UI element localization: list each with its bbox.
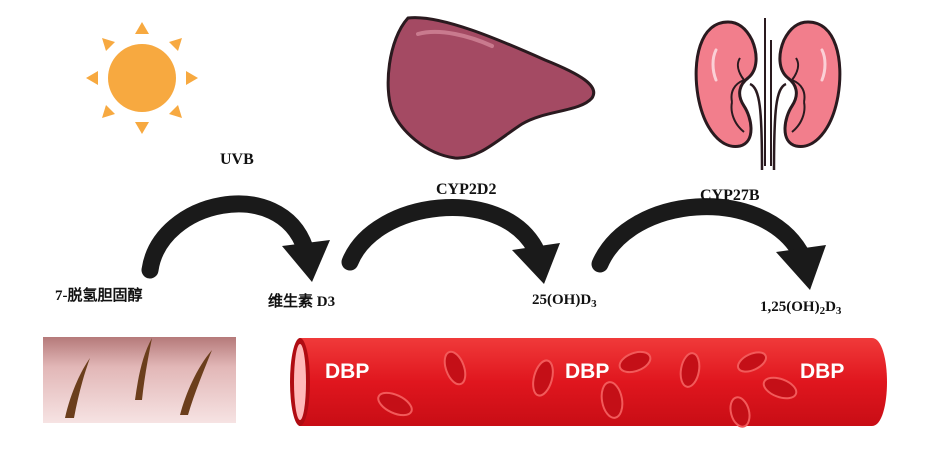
dbp-label-3: DBP bbox=[800, 360, 844, 383]
calcidiol-subscript: 3 bbox=[591, 298, 597, 310]
sun-icon bbox=[86, 22, 198, 134]
arrow-uvb bbox=[141, 195, 330, 282]
skin-icon bbox=[43, 337, 236, 423]
cyp2d2-label: CYP2D2 bbox=[436, 181, 497, 198]
uvb-label: UVB bbox=[220, 151, 254, 168]
vitamin-d3-label: 维生素 D3 bbox=[268, 294, 336, 310]
calcitriol-part-b: D bbox=[825, 299, 836, 315]
kidney-icon bbox=[694, 18, 842, 171]
dbp-label-2: DBP bbox=[565, 360, 609, 383]
calcitriol-subscript-1: 2 bbox=[819, 305, 826, 317]
arrow-cyp2d2 bbox=[341, 199, 560, 284]
cyp27b-label: CYP27B bbox=[700, 187, 760, 204]
dehydrocholesterol-label: 7-脱氢胆固醇 bbox=[55, 288, 143, 304]
liver-icon bbox=[386, 16, 596, 160]
blood-vessel-icon: DBP DBP DBP bbox=[290, 338, 887, 428]
dbp-label-1: DBP bbox=[325, 360, 369, 383]
calcidiol-label: 25(OH)D3 bbox=[532, 293, 597, 310]
red-blood-cells bbox=[377, 350, 798, 428]
calcitriol-subscript-2: 3 bbox=[835, 305, 842, 317]
arrow-cyp27b bbox=[591, 198, 826, 290]
calcitriol-label: 1,25(OH)2D3 bbox=[760, 300, 841, 317]
calcidiol-main: 25(OH)D bbox=[532, 292, 592, 308]
calcitriol-part-a: 1,25(OH) bbox=[760, 299, 820, 315]
